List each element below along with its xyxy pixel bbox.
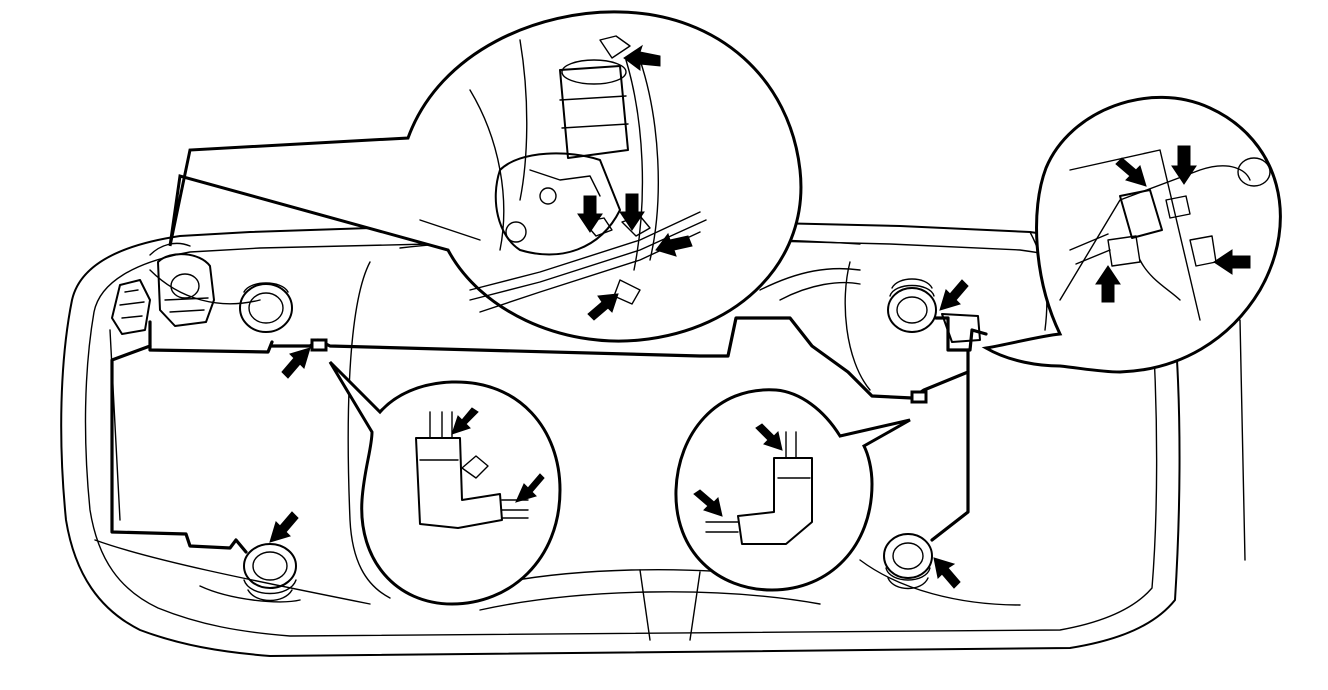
arrow-icon xyxy=(1213,249,1251,275)
abs-actuator xyxy=(111,242,215,335)
detail-callout-actuator xyxy=(168,10,803,343)
arrow-icon xyxy=(755,423,783,451)
detail-callout-rear-right-connection xyxy=(981,95,1282,374)
rear-right-wheel xyxy=(883,533,933,590)
detail-callout-front-fitting xyxy=(328,360,562,606)
arrow-icon xyxy=(587,293,619,321)
brake-line-routing xyxy=(110,313,988,554)
rear-line-fitting xyxy=(910,390,928,404)
arrow-icon xyxy=(1171,145,1197,185)
detail-callout-rear-fitting xyxy=(674,388,911,592)
arrow-icon xyxy=(693,489,723,517)
arrow-icon xyxy=(655,232,693,257)
arrow-icon xyxy=(939,279,969,311)
arrow-icon xyxy=(577,195,603,233)
front-line-fitting xyxy=(310,338,328,352)
arrow-icon xyxy=(1095,265,1121,303)
arrow-icon xyxy=(1115,157,1147,187)
indicator-arrows xyxy=(269,44,1251,589)
arrow-icon xyxy=(451,407,479,435)
rear-left-wheel xyxy=(243,543,297,602)
front-right-wheel xyxy=(887,278,937,333)
front-left-wheel xyxy=(239,282,293,333)
arrow-icon xyxy=(933,557,961,589)
arrow-icon xyxy=(281,347,311,379)
arrow-icon xyxy=(619,193,645,231)
arrow-icon xyxy=(515,473,545,503)
arrow-icon xyxy=(269,511,299,543)
arrow-icon xyxy=(623,44,661,71)
